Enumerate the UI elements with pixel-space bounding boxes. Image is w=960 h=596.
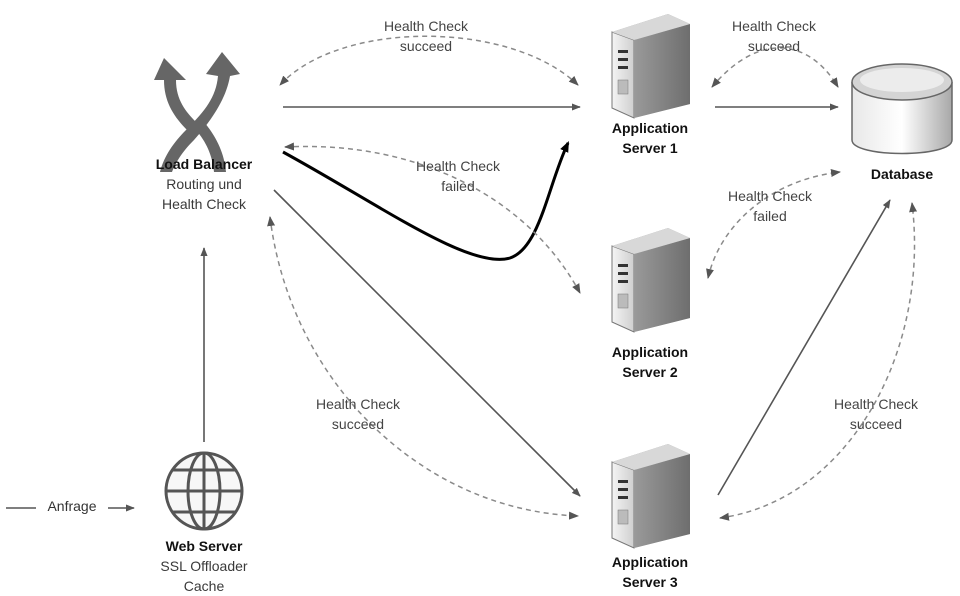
healthcheck-lb-app1-line2: succeed (399, 38, 453, 54)
healthcheck-lb-app2-line1: Health Check (415, 158, 501, 174)
healthcheck-arc-lb-app3 (267, 216, 579, 520)
database-label: Database (850, 164, 954, 184)
healthcheck-app1-db-line1: Health Check (731, 18, 817, 34)
app-server-1-line1: Application (611, 120, 689, 136)
globe-icon (164, 451, 244, 531)
healthcheck-app3-db-line2: succeed (849, 416, 903, 432)
load-balancer-label: Load Balancer Routing und Health Check (120, 154, 288, 214)
app-server-2-line1: Application (611, 344, 689, 360)
web-server-label: Web Server SSL Offloader Cache (130, 536, 278, 596)
database-icon (851, 63, 953, 155)
load-balancer-desc-1: Routing und (166, 176, 242, 192)
healthcheck-arc-app3-db (719, 202, 918, 521)
request-label: Anfrage (36, 498, 108, 514)
healthcheck-lb-app3-label: Health Check succeed (288, 394, 428, 434)
healthcheck-app3-db-line1: Health Check (833, 396, 919, 412)
load-balancer-name: Load Balancer (155, 156, 253, 172)
healthcheck-app2-db-line1: Health Check (727, 188, 813, 204)
healthcheck-app2-db-label: Health Check failed (700, 186, 840, 226)
load-balancer-icon (154, 52, 240, 172)
healthcheck-lb-app1-line1: Health Check (383, 18, 469, 34)
web-server-desc-2: Cache (183, 578, 225, 594)
healthcheck-app2-db-line2: failed (753, 208, 787, 224)
healthcheck-lb-app2-line2: failed (441, 178, 475, 194)
healthcheck-lb-app2-label: Health Check failed (388, 156, 528, 196)
app-server-3-line2: Server 3 (622, 574, 678, 590)
app-server-2-label: Application Server 2 (580, 342, 720, 382)
database-name: Database (870, 166, 934, 182)
arrow-app3-to-db (717, 199, 891, 496)
healthcheck-arc-lb-app1 (279, 35, 579, 86)
server-icon-2 (611, 228, 690, 333)
healthcheck-app1-db-label: Health Check succeed (704, 16, 844, 56)
web-server-name: Web Server (165, 538, 243, 554)
healthcheck-arc-lb-app2 (284, 142, 581, 294)
load-balancer-desc-2: Health Check (161, 196, 247, 212)
healthcheck-lb-app1-label: Health Check succeed (356, 16, 496, 56)
healthcheck-app3-db-label: Health Check succeed (806, 394, 946, 434)
healthcheck-app1-db-line2: succeed (747, 38, 801, 54)
server-icon-3 (611, 444, 690, 549)
app-server-2-line2: Server 2 (622, 364, 678, 380)
healthcheck-arc-app1-db (711, 47, 839, 88)
server-icon-1 (611, 14, 690, 119)
healthcheck-lb-app3-line1: Health Check (315, 396, 401, 412)
app-server-3-label: Application Server 3 (580, 552, 720, 592)
app-server-1-label: Application Server 1 (580, 118, 720, 158)
healthcheck-lb-app3-line2: succeed (331, 416, 385, 432)
app-server-3-line1: Application (611, 554, 689, 570)
app-server-1-line2: Server 1 (622, 140, 678, 156)
web-server-desc-1: SSL Offloader (160, 558, 248, 574)
